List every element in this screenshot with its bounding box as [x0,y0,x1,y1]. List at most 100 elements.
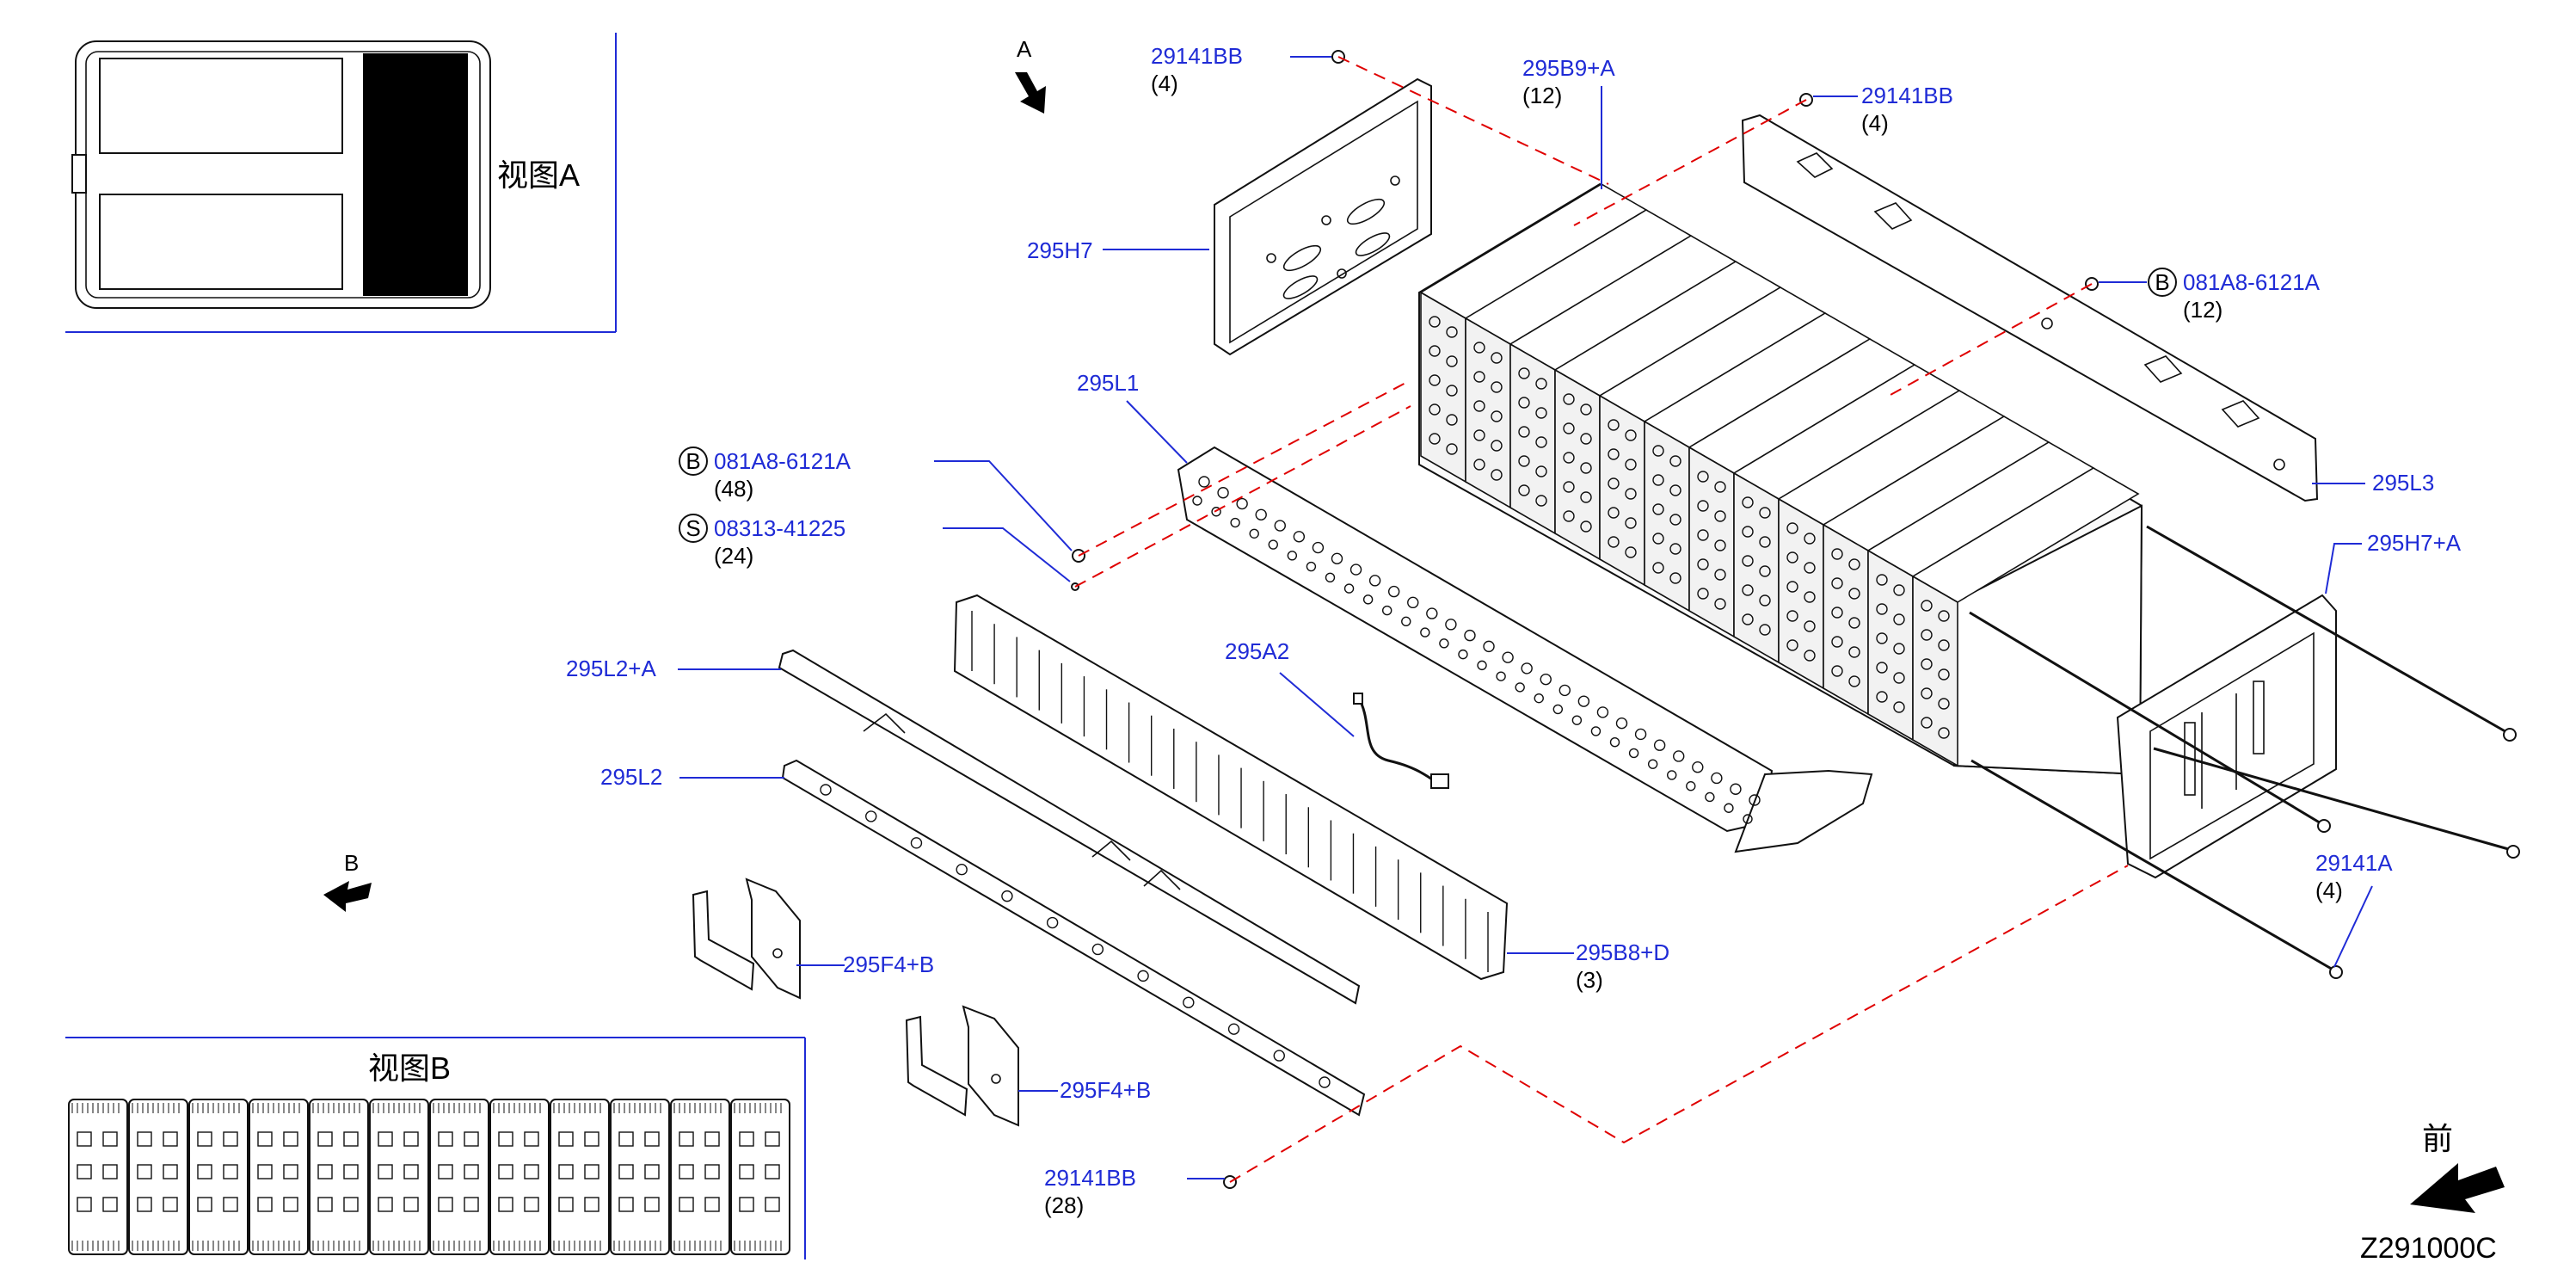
view-b-terminal-icon [498,1197,513,1212]
callout-29141a: 29141A (4) [2315,850,2393,903]
view-b-terminal-icon [464,1164,479,1179]
part-number[interactable]: 295H7+A [2367,530,2462,556]
view-b-terminal-icon [704,1197,720,1212]
part-number[interactable]: 081A8-6121A [714,448,851,474]
end-bracket-body [2116,594,2337,879]
terminal-icon [1697,500,1709,512]
terminal-icon [1938,727,1950,739]
part-number[interactable]: 29141A [2315,850,2393,876]
part-number[interactable]: 295L2+A [566,656,656,681]
terminal-icon [1473,342,1485,354]
view-b-cell [670,1099,730,1255]
part-number[interactable]: 295L2 [600,764,662,790]
part-number[interactable]: 29141BB [1861,83,1953,108]
view-a-module-bottom [99,194,343,290]
module-face [1599,394,1645,587]
view-b-terminal-icon [343,1131,359,1147]
front-indicator: 前 [2410,1121,2505,1213]
part-number[interactable]: 295B8+D [1576,939,1669,965]
busbar-terminal-icon [1198,476,1210,488]
busbar-assembly-295l1 [1177,446,1873,853]
part-number[interactable]: 295B9+A [1522,55,1615,81]
terminal-icon [1786,522,1798,534]
end-plate-hole [1390,176,1400,186]
terminal-icon [1714,598,1726,610]
busbar-terminal-icon [1534,693,1544,704]
part-number[interactable]: 081A8-6121A [2183,269,2321,295]
part-number[interactable]: 295H7 [1027,237,1093,263]
side-rail-tabs [1796,152,2260,428]
terminal-icon [1921,600,1933,612]
terminal-icon [1669,572,1681,584]
part-number[interactable]: 08313-41225 [714,515,845,541]
module-face [1912,575,1958,767]
terminal-icon [1759,594,1771,607]
busbar-terminal-icon [1249,528,1259,539]
circle-letter: S [685,515,700,541]
terminal-icon [1893,701,1905,713]
rod-nut [2329,965,2343,979]
terminal-icon [1848,675,1860,687]
terminal-icon [1429,316,1441,328]
terminal-icon [1446,414,1458,426]
callout-295b9a: 295B9+A (12) [1522,55,1615,108]
part-number[interactable]: 295A2 [1225,638,1289,664]
bottom-rail-295l2 [781,759,1366,1117]
busbar-connector [1734,769,1873,853]
part-number[interactable]: 295L3 [2372,470,2434,496]
view-b-terminal-icon [679,1131,694,1147]
terminal-icon [1804,620,1816,632]
tie-rod [1970,759,2335,972]
part-number[interactable]: 29141BB [1151,43,1243,69]
view-b-cell [128,1099,188,1255]
part-number[interactable]: 29141BB [1044,1165,1136,1191]
rail-hole-icon [1001,890,1013,902]
view-b-terminal-icon [618,1164,634,1179]
terminal-icon [1518,367,1530,379]
busbar-terminal-icon [1686,781,1696,791]
part-number[interactable]: 295F4+B [843,952,934,977]
busbar-terminal-icon [1711,772,1723,785]
view-b-terminal-icon [765,1131,780,1147]
terminal-icon [1714,510,1726,522]
view-b-terminal-icon [704,1131,720,1147]
rail-hole-icon [1091,943,1104,956]
view-b-inset: 视图B [65,1037,806,1259]
terminal-icon [1608,507,1620,519]
terminal-icon [1518,397,1530,409]
busbar-terminal-icon [1634,728,1647,741]
bracket-hole [991,1074,1001,1084]
terminal-icon [1921,687,1933,699]
terminal-icon [1563,510,1575,522]
view-b-terminal-icon [403,1197,419,1212]
rail-hole-icon [956,864,968,876]
part-quantity: (12) [1522,83,1562,108]
reference-line [1078,379,1411,557]
rail-hole-icon [1137,970,1149,982]
busbar-terminal-icon [1730,783,1742,795]
end-bracket-slot [2253,681,2265,754]
terminal-icon [1714,481,1726,493]
tie-rods [1969,525,2520,979]
terminal-icon [1831,607,1843,619]
busbar-terminal-icon [1349,564,1362,576]
part-number[interactable]: 295F4+B [1060,1077,1151,1103]
busbar-terminal-icon [1381,605,1393,616]
terminal-icon [1446,355,1458,367]
terminal-icon [1786,551,1798,564]
view-b-terminal-icon [378,1164,393,1179]
harness-connector [1430,773,1449,789]
busbar-terminal-icon [1312,541,1325,554]
part-number[interactable]: 295L1 [1077,370,1139,396]
harness-wire [1357,698,1436,783]
busbar-terminal-icon [1571,715,1583,725]
busbar-terminal-icon [1255,508,1267,520]
view-b-cell [429,1099,489,1255]
view-a-dark-block [363,53,468,296]
callout-295a2: 295A2 [1225,638,1289,664]
terminal-icon [1876,632,1888,644]
module-face [1509,342,1556,535]
view-b-terminal-icon [618,1131,634,1147]
terminal-icon [1831,548,1843,560]
end-plate-hole [1321,215,1331,225]
